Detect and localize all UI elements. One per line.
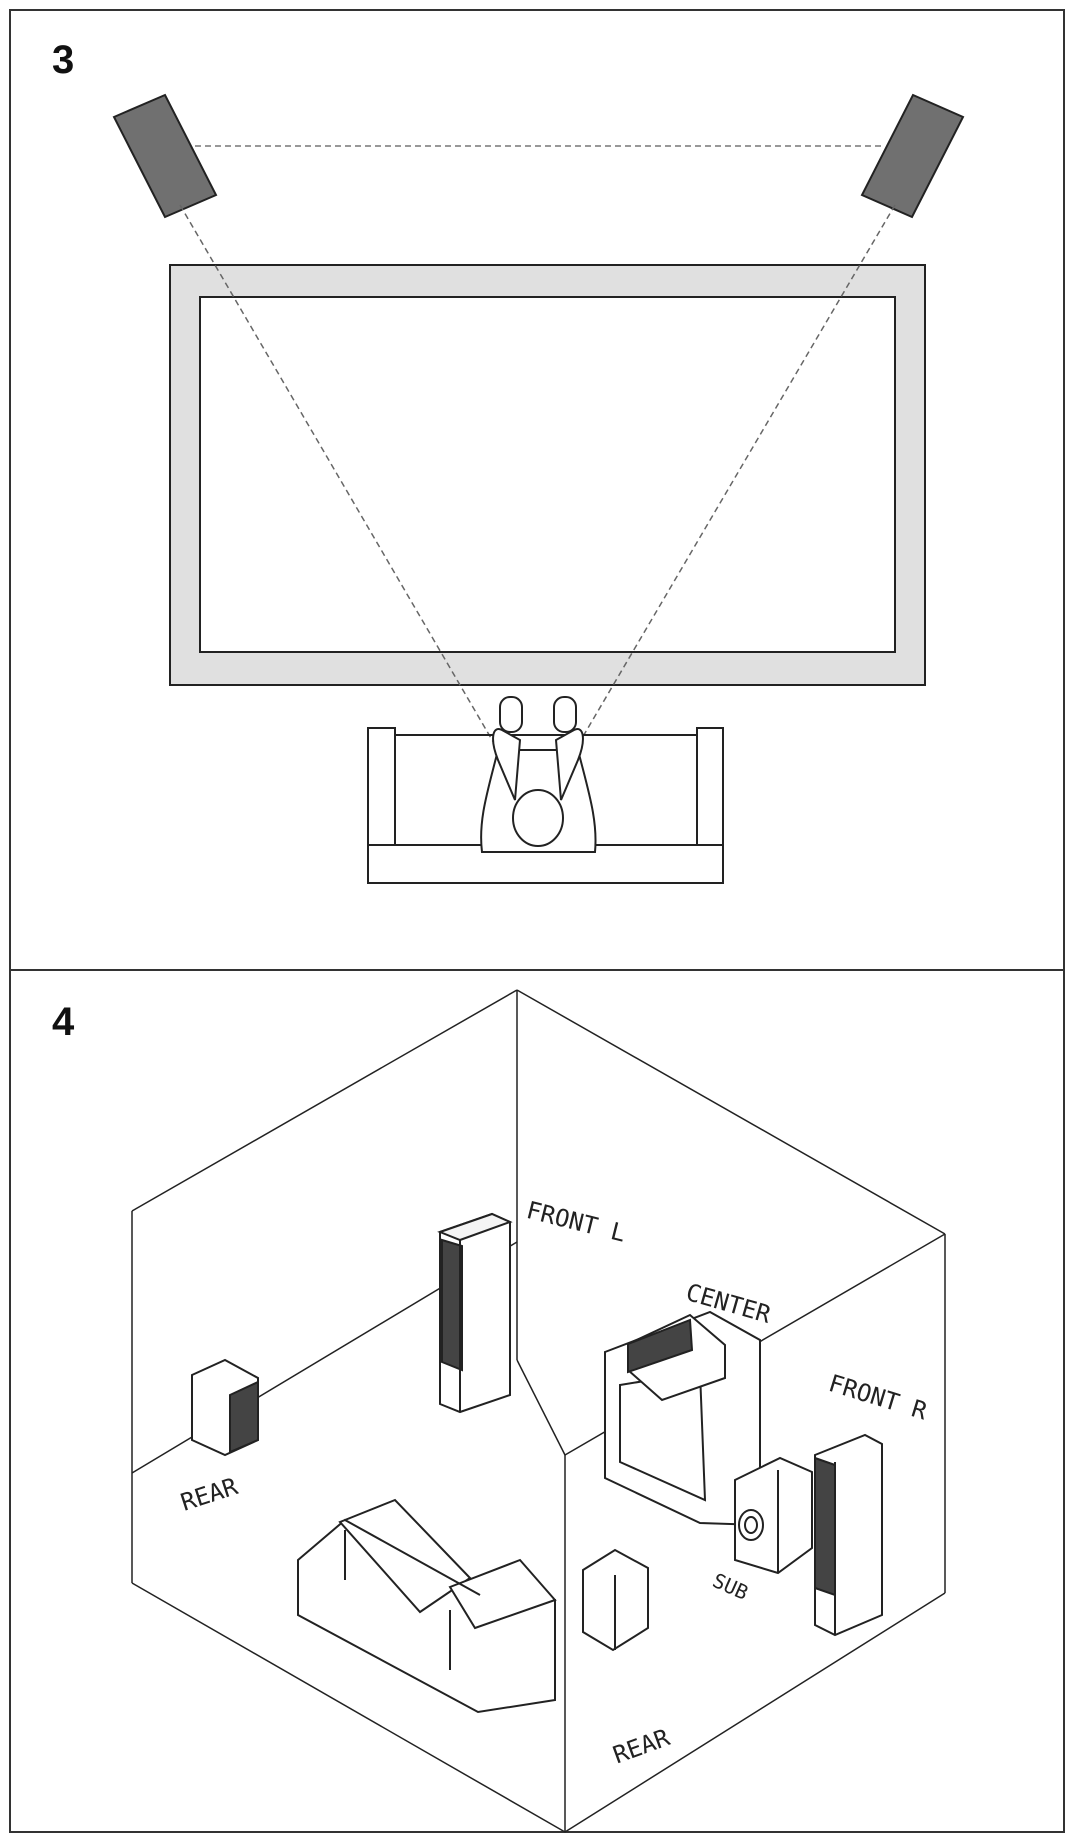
couch-3d bbox=[297, 1498, 557, 1714]
right-sightline-dashed bbox=[577, 204, 896, 746]
right-speaker-top-view bbox=[860, 93, 965, 219]
front-left-speaker bbox=[437, 1212, 513, 1414]
center-speaker bbox=[627, 1313, 726, 1402]
listener-figure bbox=[480, 696, 597, 853]
panel-number-4: 4 bbox=[52, 1000, 75, 1044]
left-speaker-top-view bbox=[112, 93, 218, 219]
left-sightline-dashed bbox=[179, 204, 496, 746]
panel-4-border bbox=[9, 969, 1065, 1833]
panel-number-3: 3 bbox=[52, 38, 75, 82]
tv-screen bbox=[199, 296, 896, 653]
subwoofer bbox=[734, 1456, 813, 1575]
rear-right-speaker bbox=[582, 1548, 649, 1652]
rear-left-speaker bbox=[191, 1358, 259, 1457]
front-right-speaker bbox=[814, 1433, 883, 1637]
